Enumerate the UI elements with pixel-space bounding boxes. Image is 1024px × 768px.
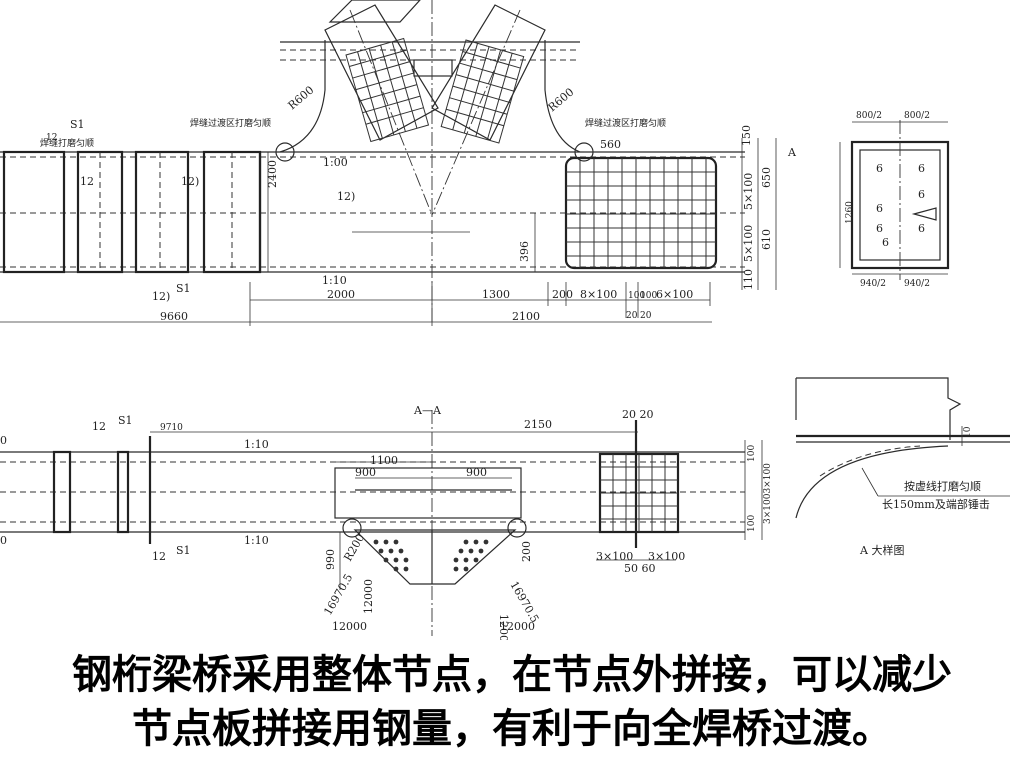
label-110: 110 <box>742 269 755 290</box>
label-200: 200 <box>552 288 573 301</box>
label-8x100: 8×100 <box>580 288 617 301</box>
label-12b-bottom: 12) <box>152 290 170 303</box>
label-900-left: 900 <box>355 466 376 479</box>
label-s1-bottom: S1 <box>176 282 191 295</box>
label-16970-right: 16970.5 <box>507 579 541 625</box>
label-r200-left: R200 <box>341 532 367 564</box>
label-800-2-left: 800/2 <box>856 111 882 121</box>
label-detail-a: A 大样图 <box>859 543 904 557</box>
label-1-10-aa-bottom: 1:10 <box>244 534 269 547</box>
label-560: 560 <box>600 138 621 151</box>
label-100-aa-bottom: 100 <box>747 515 757 532</box>
label-1-10-top: 1:10 <box>322 274 347 287</box>
label-9710: 9710 <box>160 423 183 433</box>
label-12000-left: 12000 <box>332 620 367 633</box>
label-12b-panel: 12) <box>181 175 199 188</box>
label-990: 990 <box>324 549 337 570</box>
label-12-aa-top: 12 <box>92 420 106 433</box>
label-section-a: A <box>787 146 797 159</box>
bolt-pattern-left <box>373 539 409 572</box>
label-s1-top: S1 <box>70 118 85 131</box>
label-grind-dashed: 按虚线打磨匀顺 <box>904 479 981 493</box>
label-650: 650 <box>760 167 773 188</box>
label-16970-left: 16970.5 <box>321 572 355 618</box>
detail-a <box>795 377 1010 519</box>
label-r600-left: R600 <box>286 84 317 113</box>
label-2000: 2000 <box>327 288 355 301</box>
label-610: 610 <box>760 229 773 250</box>
label-r600-right: R600 <box>546 86 577 115</box>
label-12b-center: 12) <box>337 190 355 203</box>
label-1260: 1260 <box>845 201 855 224</box>
label-2400: 2400 <box>266 160 279 188</box>
caption-line-1: 钢桁梁桥采用整体节点，在节点外拼接，可以减少 <box>72 652 952 698</box>
label-50-60: 50 60 <box>624 562 656 575</box>
label-900-right: 900 <box>466 466 487 479</box>
label-0-bottom: 0 <box>0 534 7 547</box>
label-2150: 2150 <box>524 418 552 431</box>
label-12-aa-bottom: 12 <box>152 550 166 563</box>
label-grind-transition-right: 焊缝过渡区打磨匀顺 <box>585 117 666 129</box>
slide-caption: 钢桁梁桥采用整体节点，在节点外拼接，可以减少 节点板拼接用钢量，有利于向全焊桥过… <box>0 648 1024 756</box>
label-9660: 9660 <box>160 310 188 323</box>
label-s1-aa-bottom: S1 <box>176 544 191 557</box>
section-detail <box>839 120 950 280</box>
label-6-b: 6 <box>918 162 925 175</box>
label-100-aa-top: 100 <box>747 445 757 462</box>
label-6-f: 6 <box>918 222 925 235</box>
label-3x100-vert: 3×1003×100 <box>763 463 773 524</box>
label-len150: 长150mm及端部锤击 <box>882 497 990 511</box>
label-150: 150 <box>740 125 753 146</box>
label-grind-smooth: 焊缝打磨匀顺 <box>40 137 94 149</box>
label-100a: 100 <box>628 291 645 301</box>
label-100b: 100 <box>640 291 657 301</box>
label-12-top: 12 <box>46 133 57 143</box>
label-940-2-left: 940/2 <box>860 279 886 289</box>
label-aa: A—A <box>413 404 442 417</box>
label-12000-right: 12000 <box>500 620 535 633</box>
label-6-e: 6 <box>876 222 883 235</box>
label-3x100-left: 3×100 <box>596 550 633 563</box>
label-20b: 20 <box>640 311 652 321</box>
label-200-right: 200 <box>520 541 533 562</box>
label-5x100-upper: 5×100 <box>742 173 755 210</box>
label-12-panel: 12 <box>80 175 94 188</box>
caption-line-2: 节点板拼接用钢量，有利于向全焊桥过渡。 <box>132 706 892 752</box>
bolt-pattern-right <box>453 539 489 572</box>
label-20a: 20 <box>626 311 638 321</box>
engineering-drawing: 焊缝过渡区打磨匀顺 焊缝过渡区打磨匀顺 焊缝打磨匀顺 R600 R600 S1 … <box>0 0 1010 640</box>
label-1-00: 1:00 <box>323 156 348 169</box>
label-12000-left-vert: 12000 <box>362 579 375 614</box>
label-800-2-right: 800/2 <box>904 111 930 121</box>
label-5x100-lower: 5×100 <box>742 225 755 262</box>
label-6-c: 6 <box>876 202 883 215</box>
label-2100: 2100 <box>512 310 540 323</box>
label-940-2-right: 940/2 <box>904 279 930 289</box>
label-6-d: 6 <box>918 188 925 201</box>
label-6x100: 6×100 <box>656 288 693 301</box>
label-1300: 1300 <box>482 288 510 301</box>
label-s1-aa-top: S1 <box>118 414 133 427</box>
label-396: 396 <box>518 241 531 262</box>
label-3x100-right: 3×100 <box>648 550 685 563</box>
elevation-view <box>0 0 777 326</box>
label-6-g: 6 <box>882 236 889 249</box>
label-20-20: 20 20 <box>622 408 654 421</box>
section-aa-view <box>0 410 763 636</box>
label-1100: 1100 <box>370 454 398 467</box>
label-12000-right-vert: 12000 <box>497 614 510 640</box>
label-6-a: 6 <box>876 162 883 175</box>
label-0-top: 0 <box>0 434 7 447</box>
label-10: 10 <box>963 426 973 438</box>
label-1-10-aa-top: 1:10 <box>244 438 269 451</box>
label-grind-transition-left: 焊缝过渡区打磨匀顺 <box>190 117 271 129</box>
